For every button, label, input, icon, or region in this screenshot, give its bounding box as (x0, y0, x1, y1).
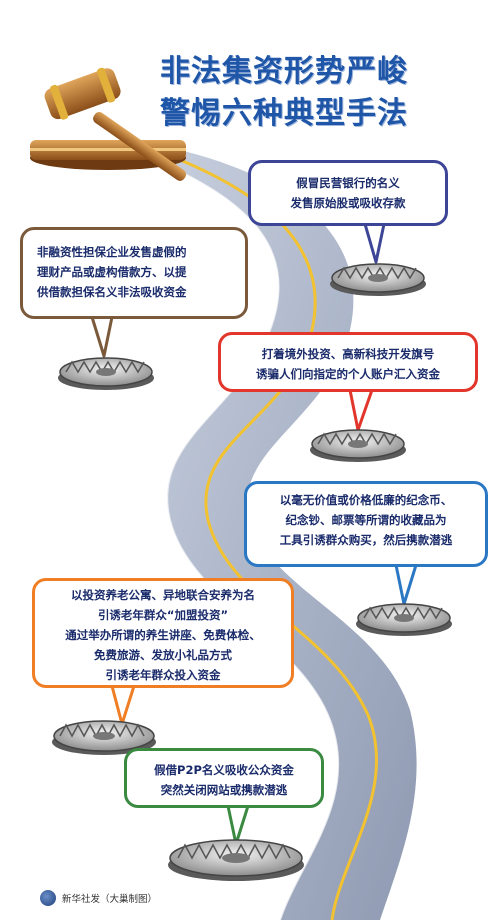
road-center-line (167, 153, 379, 920)
trap-icon-6 (168, 839, 304, 881)
footer-credit: 新华社发（大巢制图） (62, 894, 158, 905)
tactic-6-line-2: 突然关闭网站或携款潜逃 (160, 783, 288, 797)
tactic-bubble-5: 以投资养老公寓、异地联合安养为名 引诱老年群众“加盟投资” 通过举办所谓的养生讲… (32, 578, 294, 688)
tactic-bubble-1: 假冒民营银行的名义 发售原始股或吸收存款 (248, 160, 448, 226)
tactic-4-line-1: 以毫无价值或价格低廉的纪念币、 (279, 493, 453, 507)
tactic-4-line-3: 工具引诱群众购买，然后携款潜逃 (279, 533, 453, 547)
tactic-bubble-6: 假借P2P名义吸收公众资金 突然关闭网站或携款潜逃 (124, 748, 324, 808)
tactic-3-line-1: 打着境外投资、高新科技开发旗号 (261, 347, 435, 361)
tactic-5-line-5: 引诱老年群众投入资金 (105, 668, 221, 682)
xinhua-logo-icon (40, 890, 56, 906)
tactic-bubble-3: 打着境外投资、高新科技开发旗号 诱骗人们向指定的个人账户汇入资金 (218, 332, 478, 392)
page-title-line-1: 非法集资形势严峻 (160, 54, 408, 89)
tactic-2-line-2: 理财产品或虚构借款方、以提 (37, 265, 187, 279)
tactic-2-line-3: 供借款担保名义非法吸收资金 (37, 285, 187, 299)
page-title-line-2: 警惕六种典型手法 (160, 96, 408, 131)
tactic-5-line-4: 免费旅游、发放小礼品方式 (94, 648, 232, 662)
road-edge (149, 157, 340, 920)
tactic-5-line-3: 通过举办所谓的养生讲座、免费体检、 (65, 628, 261, 642)
tactic-bubble-2: 非融资性担保企业发售虚假的 理财产品或虚构借款方、以提 供借款担保名义非法吸收资… (20, 227, 248, 319)
tactic-6-line-1: 假借P2P名义吸收公众资金 (154, 763, 294, 777)
tactic-1-line-2: 发售原始股或吸收存款 (290, 196, 406, 210)
tactic-2-line-1: 非融资性担保企业发售虚假的 (37, 245, 187, 259)
trap-icon-4 (356, 603, 452, 636)
tactic-5-line-1: 以投资养老公寓、异地联合安养为名 (71, 588, 255, 602)
trap-icon-5 (52, 720, 156, 755)
gavel-icon (30, 67, 187, 181)
tactic-5-line-2: 引诱老年群众“加盟投资” (97, 608, 229, 622)
trap-icon-3 (310, 429, 406, 462)
tactic-bubble-4: 以毫无价值或价格低廉的纪念币、 纪念钞、邮票等所谓的收藏品为 工具引诱群众购买，… (244, 481, 488, 567)
road (150, 150, 417, 920)
trap-icon-1 (330, 263, 426, 296)
trap-icon-2 (58, 357, 154, 390)
tactic-1-line-1: 假冒民营银行的名义 (296, 176, 400, 190)
footer: 新华社发（大巢制图） (40, 888, 157, 908)
tactic-4-line-2: 纪念钞、邮票等所谓的收藏品为 (285, 513, 447, 527)
tactic-3-line-2: 诱骗人们向指定的个人账户汇入资金 (256, 367, 440, 381)
